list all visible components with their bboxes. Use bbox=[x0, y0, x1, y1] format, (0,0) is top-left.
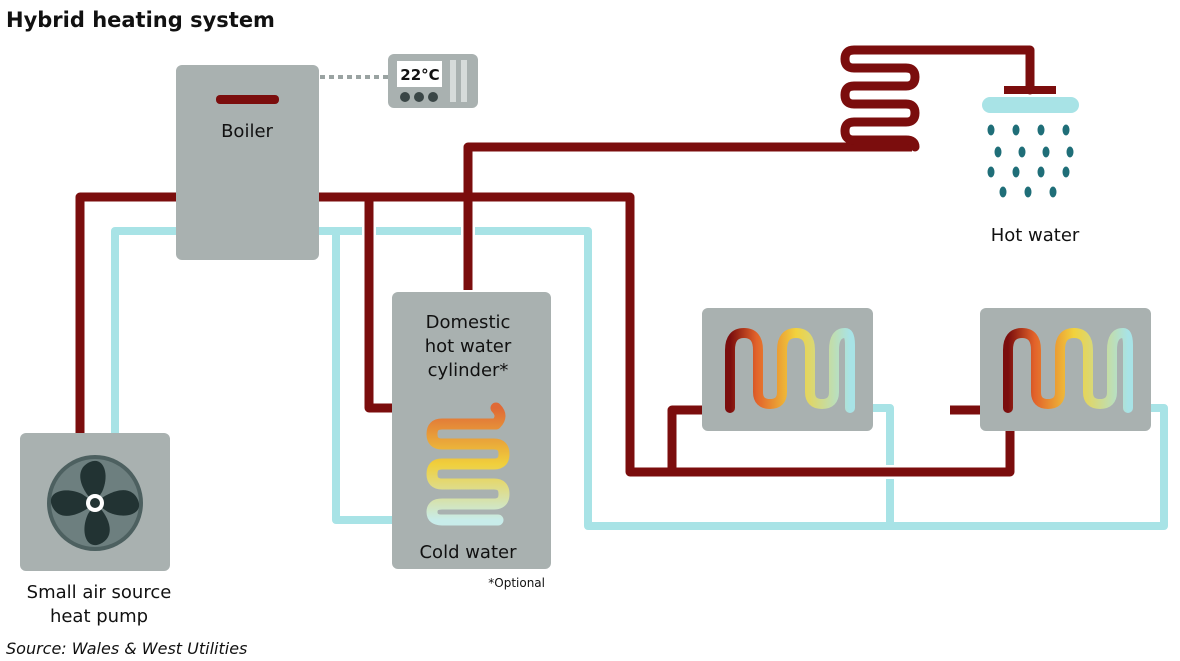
radiator-icon bbox=[702, 308, 873, 431]
boiler-unit: Boiler bbox=[176, 65, 319, 260]
radiator-2 bbox=[980, 308, 1151, 431]
cylinder-body bbox=[392, 292, 551, 569]
optional-note: *Optional bbox=[488, 576, 545, 590]
boiler-indicator bbox=[216, 95, 279, 104]
shower-icon: Hot water bbox=[982, 86, 1080, 246]
radiator-1-coil bbox=[725, 328, 855, 413]
cylinder-label-line3: cylinder* bbox=[428, 360, 509, 381]
source-note: Source: Wales & West Utilities bbox=[6, 639, 247, 658]
heat-pump-unit bbox=[20, 433, 170, 571]
hot-water-cylinder: Domestic hot water cylinder* Cold water bbox=[392, 292, 551, 569]
water-drops bbox=[987, 124, 1074, 198]
thermostat-icon: 22°C bbox=[388, 54, 478, 108]
diagram-title: Hybrid heating system bbox=[6, 8, 275, 32]
cylinder-label-line1: Domestic bbox=[426, 312, 511, 333]
thermostat-temperature: 22°C bbox=[400, 66, 439, 84]
boiler-body bbox=[176, 65, 319, 260]
radiator-2-coil bbox=[1003, 328, 1133, 413]
cylinder-label-line2: hot water bbox=[425, 336, 512, 357]
heat-pump-label-line1: Small air source bbox=[27, 582, 172, 603]
shower-supply-coil bbox=[840, 45, 1035, 152]
cold-water-label: Cold water bbox=[419, 542, 517, 563]
heat-pump-label-line2: heat pump bbox=[50, 606, 148, 627]
fan-icon bbox=[47, 455, 143, 551]
boiler-label: Boiler bbox=[221, 121, 273, 142]
cylinder-coil bbox=[426, 402, 510, 526]
hot-water-label: Hot water bbox=[991, 225, 1080, 246]
